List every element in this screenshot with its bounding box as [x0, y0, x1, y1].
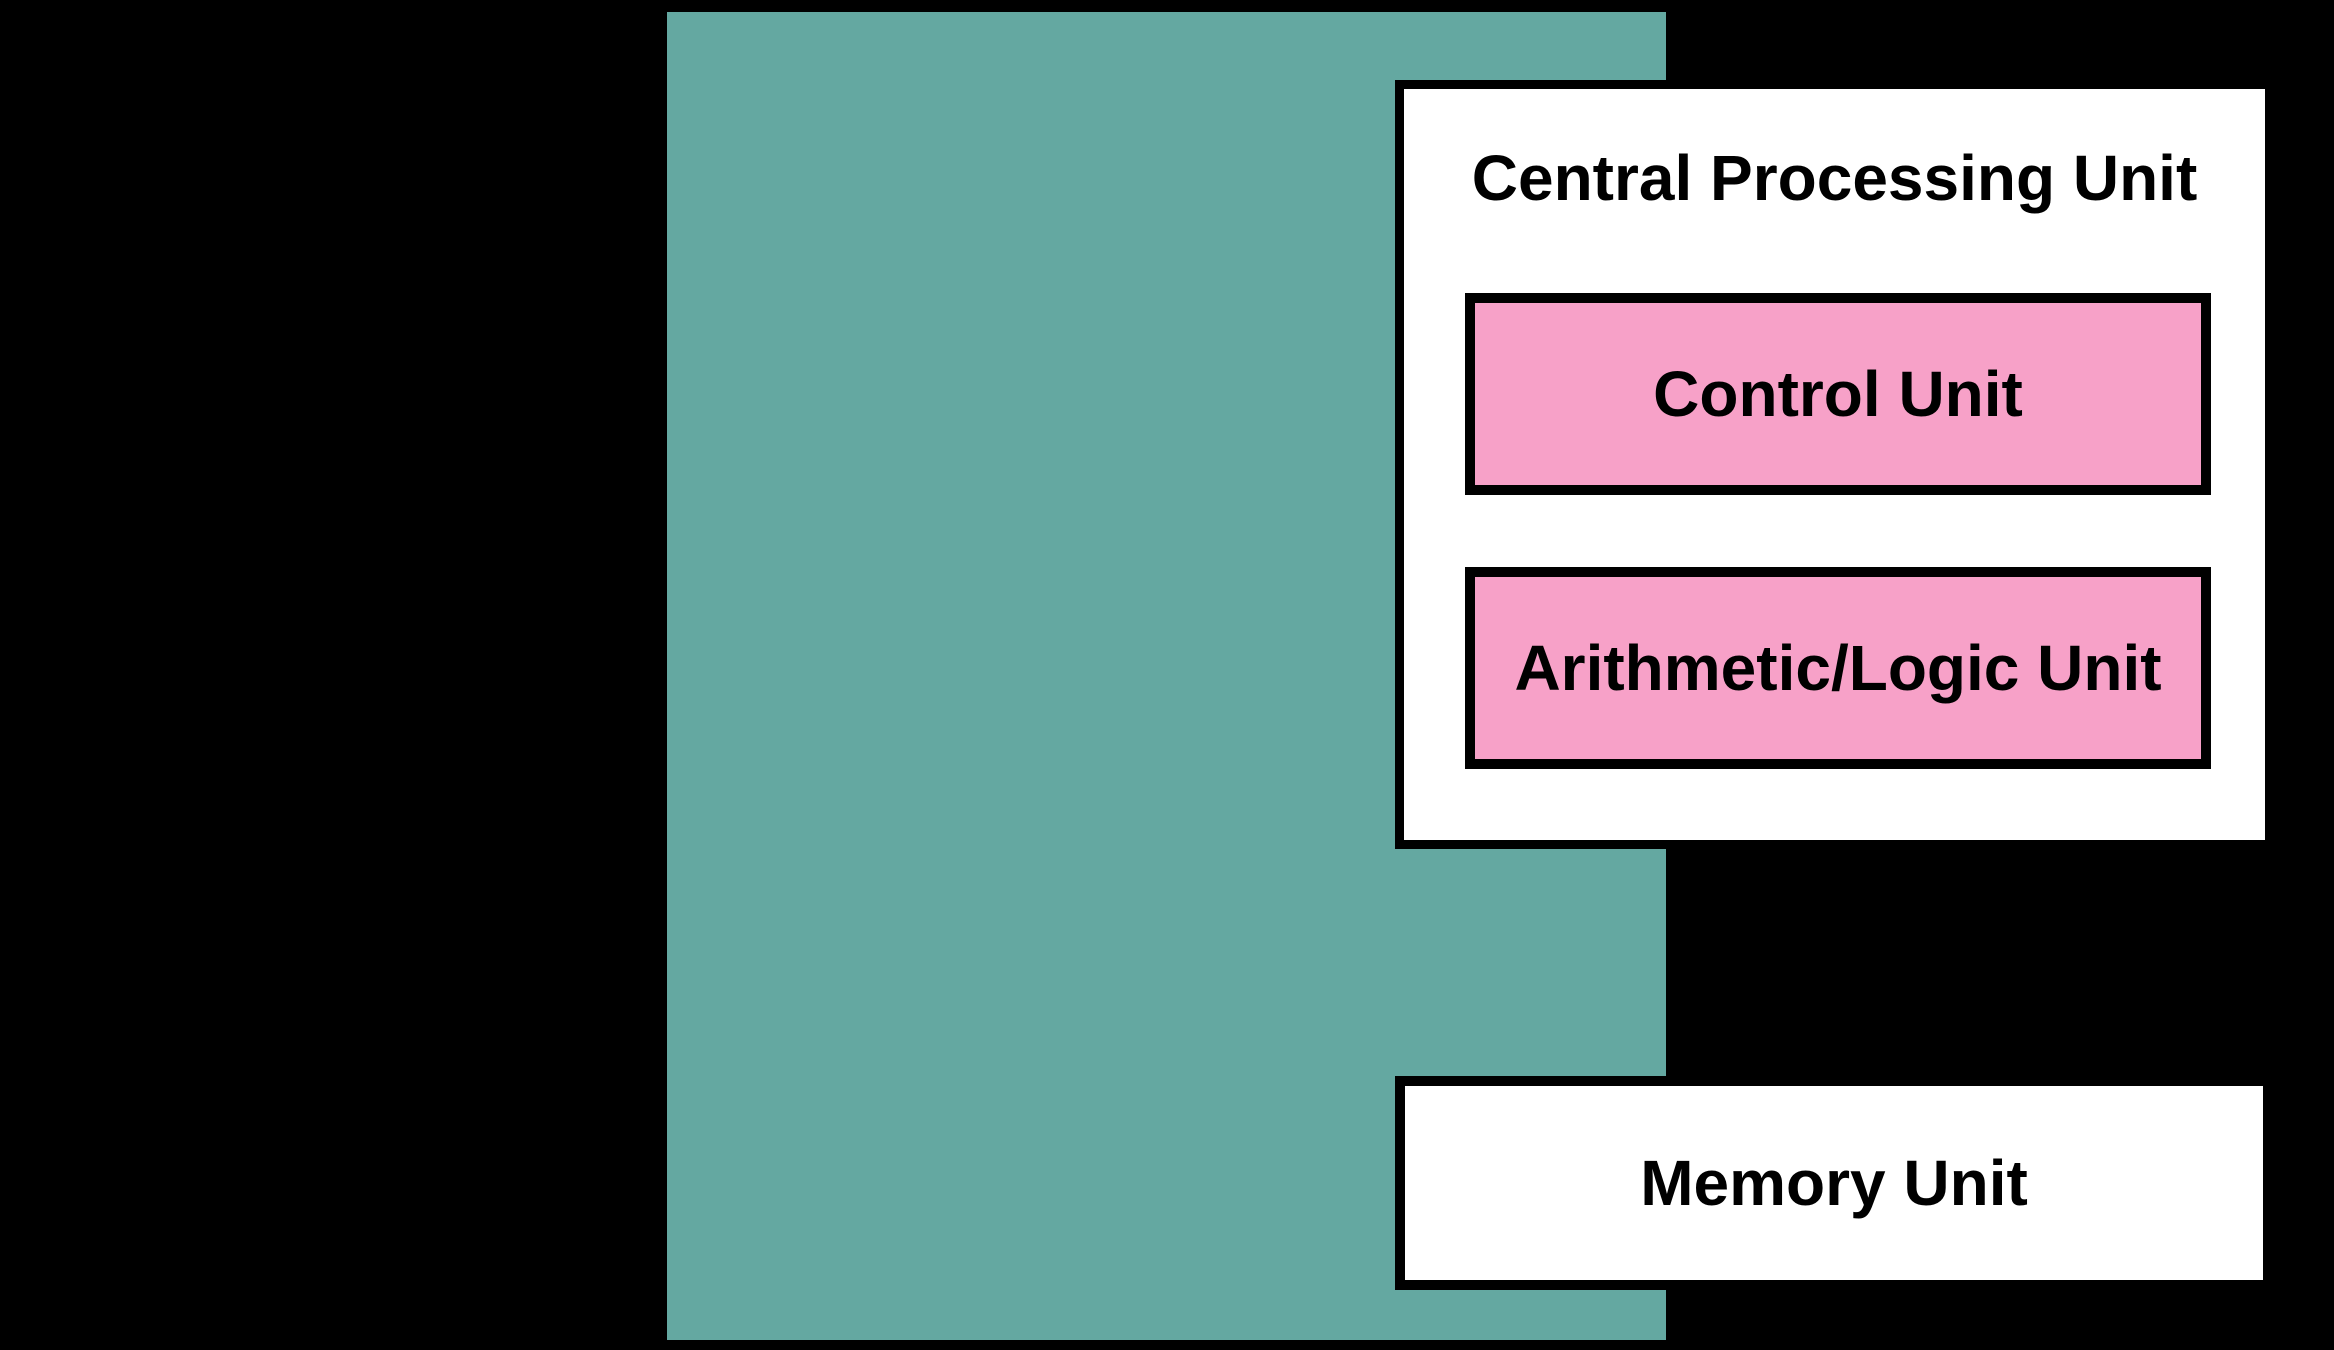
- arrow-down-icon: [1752, 1035, 1818, 1076]
- alu-label: Arithmetic/Logic Unit: [1514, 632, 2162, 704]
- memory-unit-box: Memory Unit: [1395, 1076, 2273, 1290]
- system-panel: Central Processing Unit Control Unit Ari…: [667, 12, 2274, 1340]
- cpu-title: Central Processing Unit: [1471, 142, 2198, 214]
- memory-unit-label: Memory Unit: [1640, 1147, 2028, 1219]
- arrow-up-icon: [1852, 849, 1918, 890]
- arrow-memory-to-cpu-shaft: [1880, 889, 1891, 1078]
- arrow-cpu-to-memory-shaft: [1780, 848, 1791, 1036]
- control-unit-box: Control Unit: [1465, 293, 2211, 495]
- alu-box: Arithmetic/Logic Unit: [1465, 567, 2211, 769]
- control-unit-label: Control Unit: [1653, 358, 2023, 430]
